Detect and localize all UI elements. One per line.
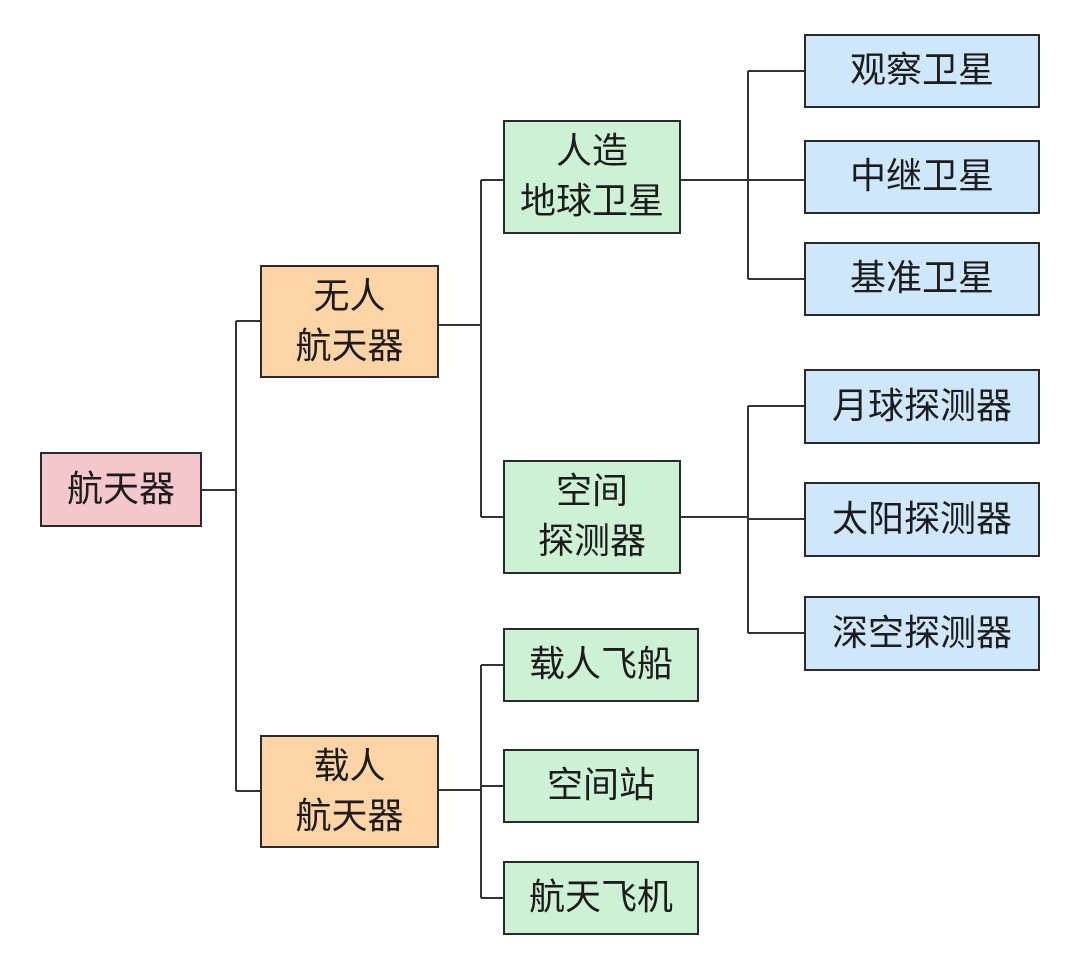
node-label-line1: 人造 [555, 131, 628, 172]
node-label-line1: 空间 [555, 471, 628, 512]
node-label-line2: 航天器 [295, 795, 404, 837]
node-solar-probe: 太阳探测器 [804, 482, 1040, 557]
node-label-line2: 地球卫星 [519, 181, 664, 222]
node-label-line1: 无人 [313, 275, 386, 317]
node-label: 基准卫星 [849, 258, 994, 299]
node-label: 中继卫星 [849, 156, 994, 197]
node-manned-spacecraft: 载人 航天器 [260, 735, 439, 848]
node-label: 航天器 [66, 468, 175, 510]
node-label-line2: 探测器 [537, 521, 646, 562]
node-manned-spaceship: 载人飞船 [503, 628, 699, 702]
node-label: 载人飞船 [528, 644, 673, 685]
node-label-line2: 航天器 [295, 325, 404, 367]
node-label: 太阳探测器 [831, 498, 1012, 540]
node-observation-satellite: 观察卫星 [804, 34, 1040, 108]
node-space-probe: 空间 探测器 [503, 460, 681, 574]
node-lunar-probe: 月球探测器 [804, 369, 1040, 444]
node-label: 空间站 [546, 765, 655, 806]
node-label: 观察卫星 [849, 50, 994, 91]
node-space-station: 空间站 [503, 749, 699, 823]
node-artificial-satellite: 人造 地球卫星 [503, 120, 681, 234]
node-deep-space-probe: 深空探测器 [804, 596, 1040, 671]
node-spacecraft: 航天器 [40, 452, 202, 527]
node-label: 月球探测器 [831, 385, 1012, 427]
node-label: 航天飞机 [528, 877, 673, 918]
node-unmanned-spacecraft: 无人 航天器 [260, 265, 439, 378]
node-label-line1: 载人 [313, 745, 386, 787]
node-label: 深空探测器 [831, 612, 1012, 654]
node-relay-satellite: 中继卫星 [804, 140, 1040, 214]
node-space-shuttle: 航天飞机 [503, 861, 699, 935]
node-reference-satellite: 基准卫星 [804, 242, 1040, 316]
